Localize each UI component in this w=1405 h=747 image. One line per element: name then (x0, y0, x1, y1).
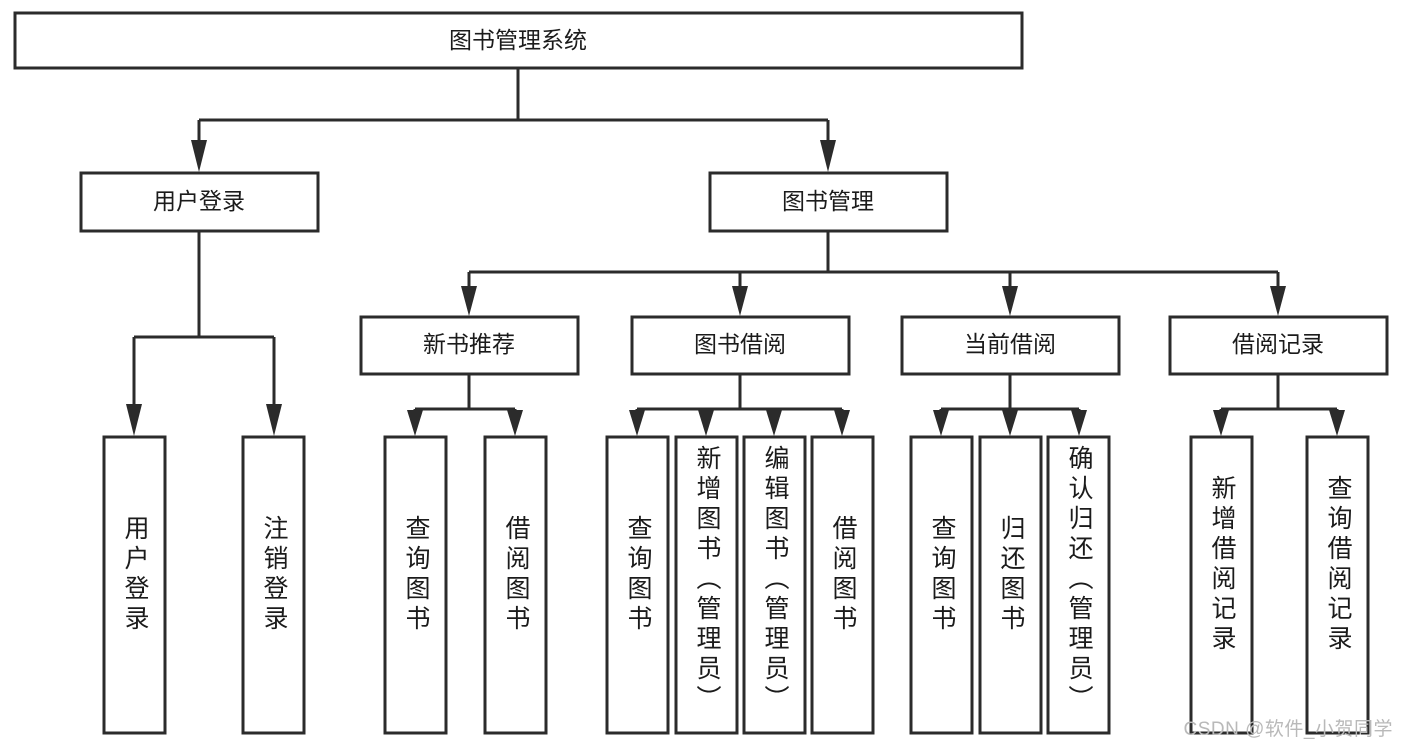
leaf-rect-br-query-record[interactable] (1305, 435, 1370, 735)
arrow-head-cb-leaf-3 (1071, 410, 1087, 436)
arrow-head-bb-leaf-4 (834, 410, 850, 436)
arrow-head-nbr-leaf-2 (507, 410, 523, 436)
node-new-book-recommend-label: 新书推荐 (423, 331, 515, 357)
leaf-rect-nbr-borrow-book[interactable] (483, 435, 548, 735)
leaf-rect-bb-edit-book[interactable] (742, 435, 807, 735)
arrow-head-br-leaf-2 (1329, 410, 1345, 436)
leaf-rect-bb-add-book[interactable] (674, 435, 739, 735)
node-book-borrow[interactable]: 图书借阅 (630, 315, 851, 376)
node-current-borrow-label: 当前借阅 (964, 331, 1056, 357)
arrow-head-nbr-leaf-1 (407, 410, 423, 436)
leaf-rect-logout[interactable] (241, 435, 306, 735)
node-book-borrow-label: 图书借阅 (694, 331, 786, 357)
node-user-login-label: 用户登录 (153, 188, 245, 214)
arrow-head-bb-leaf-3 (766, 410, 782, 436)
node-new-book-recommend-rect (359, 315, 580, 376)
node-borrow-record-label: 借阅记录 (1232, 331, 1324, 357)
arrow-head-user-login (191, 140, 207, 172)
leaf-rect-cb-return-book[interactable] (978, 435, 1043, 735)
arrow-head-cb-leaf-2 (1002, 410, 1018, 436)
node-book-manage[interactable]: 图书管理 (708, 171, 949, 233)
watermark: CSDN @软件_小贺同学 (1183, 719, 1393, 740)
node-book-borrow-rect (630, 315, 851, 376)
arrow-head-book-manage (820, 140, 836, 172)
arrow-head-bb-leaf-2 (698, 410, 714, 436)
node-root-label: 图书管理系统 (449, 27, 587, 53)
node-user-login[interactable]: 用户登录 (79, 171, 320, 233)
arrow-head-new-book-recommend (461, 286, 477, 316)
node-current-borrow[interactable]: 当前借阅 (900, 315, 1121, 376)
arrow-head-bb-leaf-1 (629, 410, 645, 436)
arrow-head-borrow-record (1270, 286, 1286, 316)
arrow-head-leaf-user-login (126, 404, 142, 436)
arrow-head-current-borrow (1002, 286, 1018, 316)
node-new-book-recommend[interactable]: 新书推荐 (359, 315, 580, 376)
leaf-rect-bb-borrow-book[interactable] (810, 435, 875, 735)
leaf-rect-user-login[interactable] (102, 435, 167, 735)
arrow-head-book-borrow (732, 286, 748, 316)
leaf-rect-bb-query-book[interactable] (605, 435, 670, 735)
node-root[interactable]: 图书管理系统 (13, 11, 1024, 70)
node-root-rect (13, 11, 1024, 70)
arrow-head-leaf-logout (266, 404, 282, 436)
leaf-rect-cb-confirm-return[interactable] (1046, 435, 1111, 735)
node-current-borrow-rect (900, 315, 1121, 376)
leaf-rect-cb-query-book[interactable] (909, 435, 974, 735)
node-book-manage-label: 图书管理 (782, 188, 874, 214)
leaf-rect-br-add-record[interactable] (1189, 435, 1254, 735)
node-book-manage-rect (708, 171, 949, 233)
leaf-rect-nbr-query-book[interactable] (383, 435, 448, 735)
node-borrow-record-rect (1168, 315, 1389, 376)
arrow-head-br-leaf-1 (1213, 410, 1229, 436)
arrow-head-cb-leaf-1 (933, 410, 949, 436)
node-borrow-record[interactable]: 借阅记录 (1168, 315, 1389, 376)
